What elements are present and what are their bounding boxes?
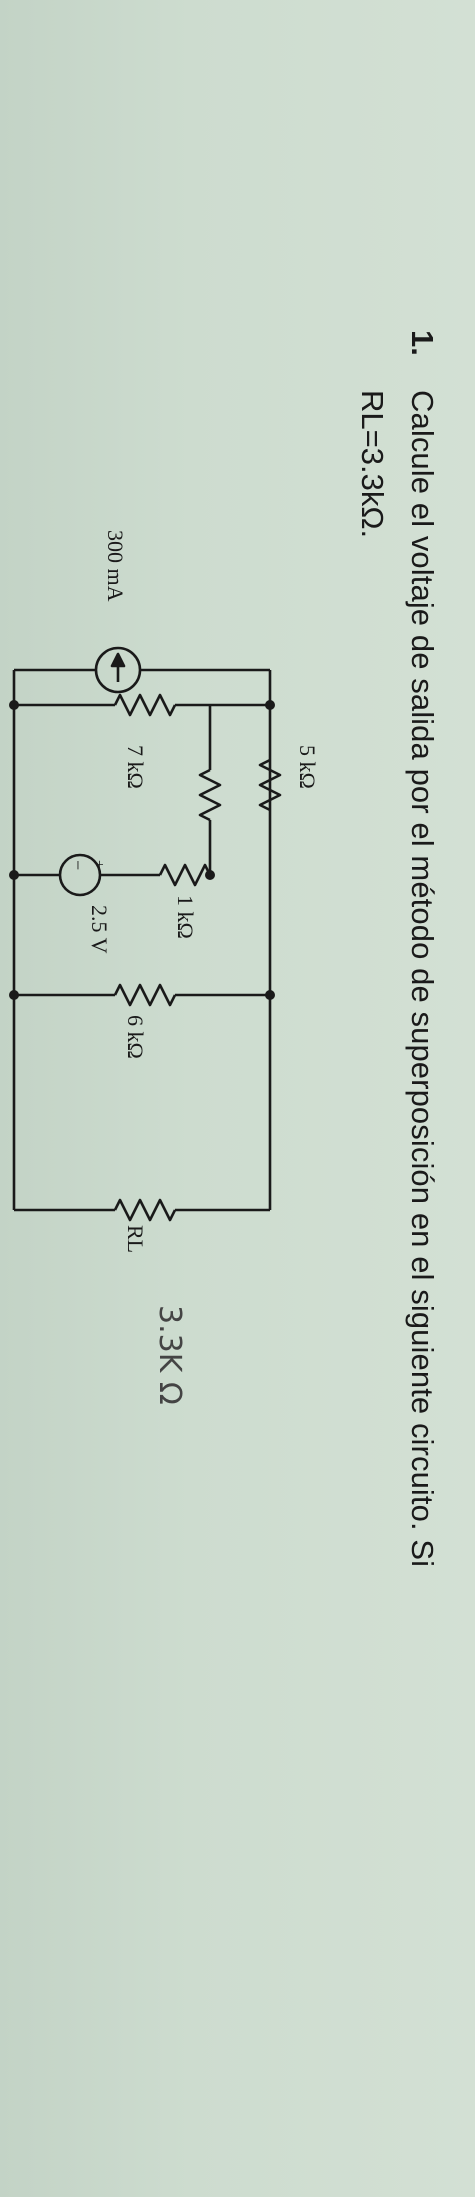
label-2-5v: 2.5 V [87,905,112,954]
node-dot [265,990,275,1000]
current-source-icon [94,646,142,694]
label-6k: 6 kΩ [123,1015,148,1059]
resistor-1k-icon [158,863,212,887]
label-rl-text: RL [123,1225,148,1253]
node-dot [205,870,215,880]
resistor-6k-icon [113,983,177,1007]
label-plus: + [90,860,107,869]
label-minus: − [68,860,88,870]
voltage-source-icon [58,853,102,897]
resistor-7k-icon [113,693,177,717]
label-7k: 7 kΩ [123,745,148,789]
resistor-5k-inner-icon [198,768,222,822]
label-rl: RL [123,1225,148,1253]
handwritten-load-value: 3.3K Ω [152,1305,187,1405]
resistor-5k-icon [258,758,282,812]
node-dot [9,870,19,880]
label-1k: 1 kΩ [173,895,198,939]
node-dot [9,700,19,710]
label-300ma: 300 mA [103,530,128,602]
label-5k: 5 kΩ [295,745,320,789]
circuit-nodes [9,700,275,1000]
resistor-rl-icon [113,1198,177,1222]
node-dot [265,700,275,710]
node-dot [9,990,19,1000]
